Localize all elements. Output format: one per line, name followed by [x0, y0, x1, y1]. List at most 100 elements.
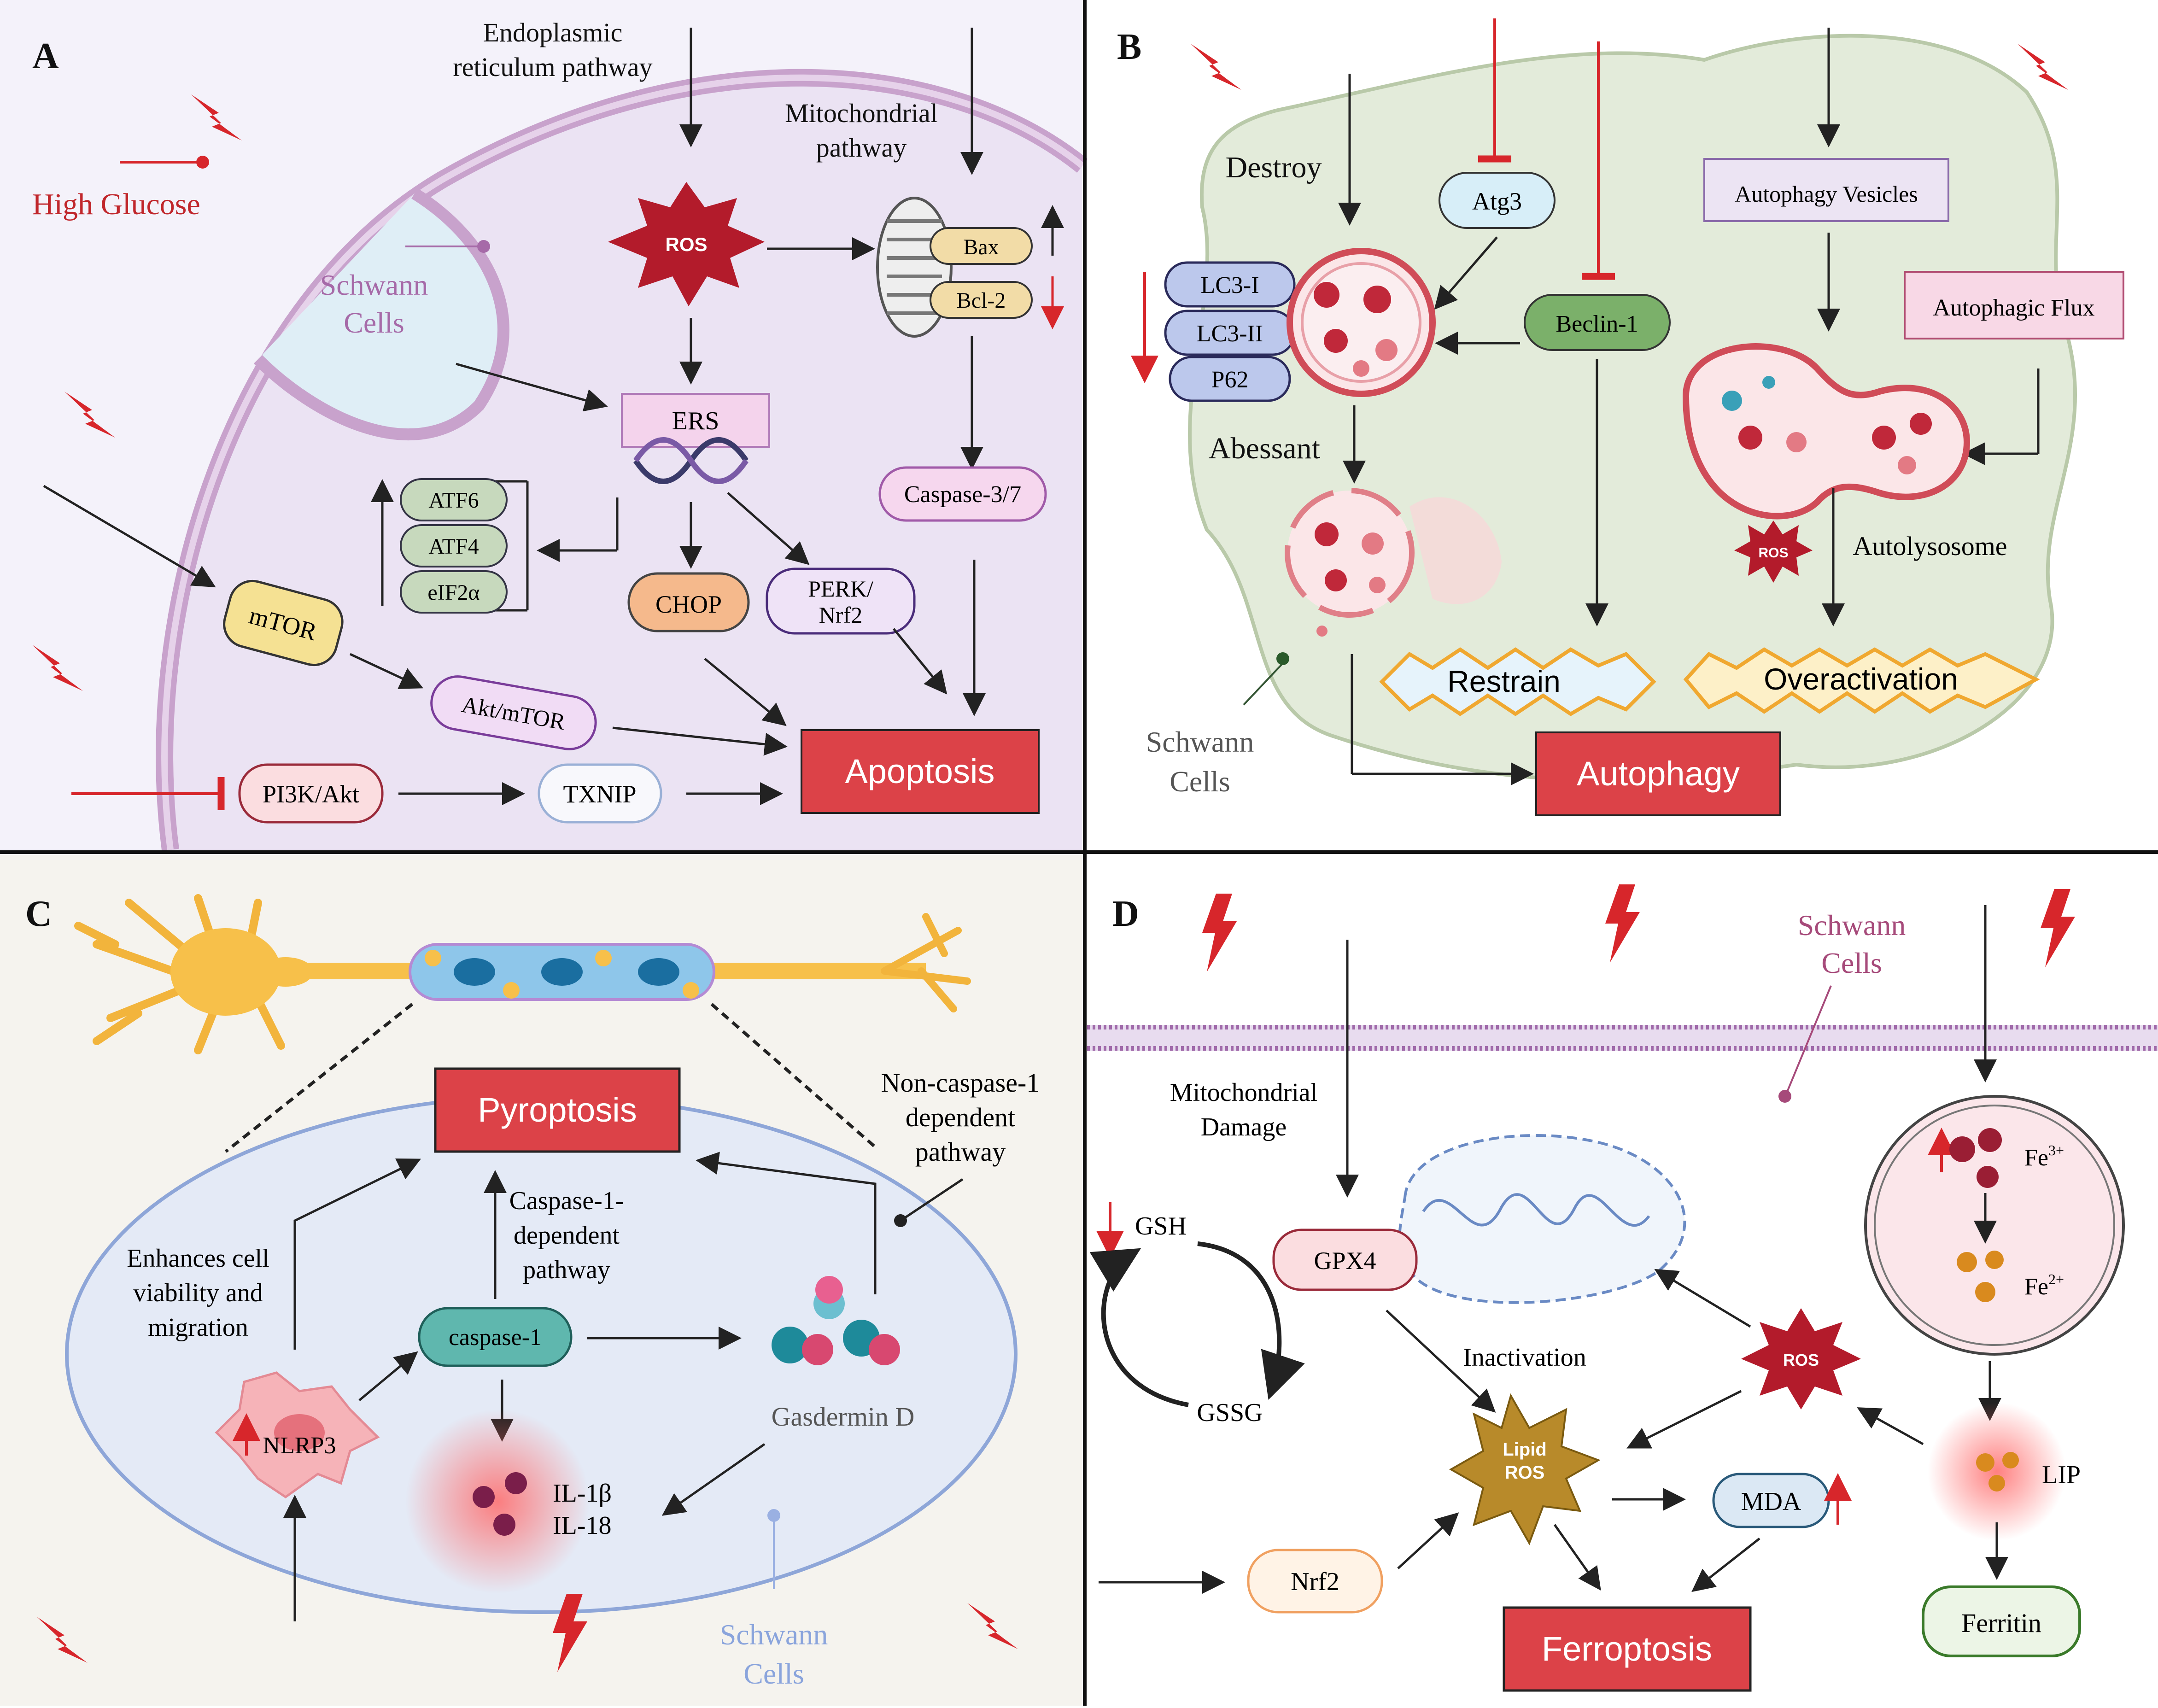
mda-label: MDA — [1741, 1487, 1801, 1516]
atf6-label: ATF6 — [428, 488, 479, 513]
arrow — [1857, 1407, 1924, 1445]
schwann-label-d-1: Schwann — [1798, 909, 1906, 942]
lip-glow — [1928, 1403, 2066, 1541]
il-particle — [473, 1486, 495, 1508]
fe2-base: Fe — [2024, 1274, 2048, 1300]
arrow — [456, 363, 608, 412]
cycle-arrow — [1197, 1241, 1305, 1400]
ferritin-node — [1922, 1585, 2081, 1657]
autophagy-label: Autophagy — [1577, 755, 1740, 793]
arrow — [696, 1152, 877, 1294]
dashed-zoom-line — [224, 1003, 414, 1153]
atf4-node — [400, 524, 508, 567]
high-glucose-label: High Glucose — [32, 187, 200, 221]
panel-letter-d: D — [1112, 894, 1139, 934]
autophagosome-icon — [1287, 248, 1436, 397]
pointer-line — [900, 1178, 964, 1222]
nlrp3-label: NLRP3 — [263, 1433, 336, 1459]
schwann-label-d-2: Cells — [1821, 947, 1882, 979]
arrow — [1434, 236, 1498, 310]
nrf2-node — [1247, 1549, 1383, 1614]
autolysosome-label: Autolysosome — [1853, 531, 2007, 561]
damaged-autophagosome-icon — [1285, 488, 1502, 637]
cycle-arrow — [1089, 1248, 1189, 1407]
autolysosome-icon — [1682, 343, 1971, 520]
ros-burst — [1741, 1308, 1861, 1410]
ros-label-d: ROS — [1783, 1351, 1819, 1369]
enhances-label-3: migration — [148, 1313, 248, 1342]
beclin-label: Beclin-1 — [1556, 311, 1638, 337]
fe3-ion — [1978, 1128, 2002, 1152]
neuron-icon — [74, 894, 971, 1054]
myelin-sheath-icon — [409, 943, 715, 1001]
mito-damage-label-2: Damage — [1201, 1113, 1287, 1141]
bax-label: Bax — [963, 235, 999, 259]
casp-dep-label-3: pathway — [523, 1256, 610, 1284]
il18-label: IL-18 — [553, 1511, 612, 1540]
mito-pathway-label-1: Mitochondrial — [785, 98, 938, 128]
il-particle — [505, 1472, 527, 1494]
ros-label: ROS — [665, 234, 707, 255]
lc3ii-label: LC3-II — [1197, 321, 1263, 347]
arrow — [1691, 1538, 1760, 1592]
gssg-label: GSSG — [1197, 1398, 1263, 1427]
arrow — [43, 485, 216, 588]
lip-ion — [2002, 1452, 2019, 1468]
gasdermin-d-icon — [772, 1276, 900, 1365]
arrow — [727, 492, 810, 565]
autophagy-box — [1535, 731, 1781, 816]
il1b-label: IL-1β — [553, 1479, 612, 1508]
lc3i-label: LC3-I — [1200, 272, 1259, 298]
fe2-ion — [1985, 1251, 2004, 1269]
schwann-label-b-2: Cells — [1170, 765, 1230, 798]
nucleus — [274, 1414, 325, 1451]
nrf2-label: Nrf2 — [1291, 1568, 1339, 1596]
fe3-sup: 3+ — [2048, 1142, 2064, 1158]
perk-label-2: Nrf2 — [819, 602, 862, 628]
nucleus-bulge — [253, 188, 509, 441]
apoptosis-box — [801, 729, 1040, 814]
pointer-dot — [196, 156, 209, 169]
bax-node — [930, 227, 1033, 265]
arrow — [293, 1158, 421, 1350]
overactivation-label: Overactivation — [1764, 662, 1958, 696]
ers-label: ERS — [672, 407, 719, 435]
inactivation-label: Inactivation — [1463, 1343, 1586, 1372]
arrow — [1553, 1524, 1601, 1591]
panel-letter-a: A — [32, 36, 59, 76]
cell-membrane-inner — [161, 74, 1085, 850]
lipid-ros-label-1: Lipid — [1503, 1439, 1547, 1460]
arrow — [1386, 1310, 1496, 1413]
atf6-node — [400, 478, 508, 521]
vesicles-label: Autophagy Vesicles — [1735, 181, 1918, 207]
fe2-ion — [1975, 1282, 1995, 1302]
lipid-ros-burst — [1449, 1393, 1601, 1545]
lip-ion — [1988, 1475, 2005, 1492]
panel-b: B Destroy Abessant Atg3 Beclin-1 LC3-I L… — [1087, 0, 2158, 850]
p62-label: P62 — [1211, 367, 1249, 393]
schwann-label-line1: Schwann — [320, 269, 428, 301]
arrow — [661, 1443, 766, 1516]
panel-d: D Schwann Cells Mitochondrial Damage GSH… — [1087, 854, 2158, 1706]
akt-mtor-node — [430, 675, 597, 750]
ferroptosis-label: Ferroptosis — [1542, 1630, 1712, 1668]
chop-node — [627, 572, 750, 632]
txnip-node — [538, 763, 662, 824]
atg3-node — [1439, 172, 1556, 229]
fe3-label: Fe3+ — [2024, 1142, 2064, 1171]
restrain-label: Restrain — [1447, 664, 1561, 698]
lipid-ros-label-2: ROS — [1505, 1462, 1545, 1483]
pointer-dot — [477, 240, 490, 253]
fe2-label: Fe2+ — [2024, 1271, 2064, 1300]
pointer-dot — [767, 1509, 780, 1522]
mito-damage-label-1: Mitochondrial — [1170, 1078, 1317, 1107]
er-pathway-label-1: Endoplasmic — [483, 18, 623, 47]
pyroptosis-label: Pyroptosis — [478, 1091, 637, 1129]
arrow — [1626, 1390, 1742, 1449]
gsh-label: GSH — [1135, 1212, 1187, 1240]
noncasp-label-1: Non-caspase-1 — [881, 1068, 1040, 1098]
fe3-ion — [1977, 1166, 1999, 1188]
ros-label-b: ROS — [1758, 545, 1788, 561]
